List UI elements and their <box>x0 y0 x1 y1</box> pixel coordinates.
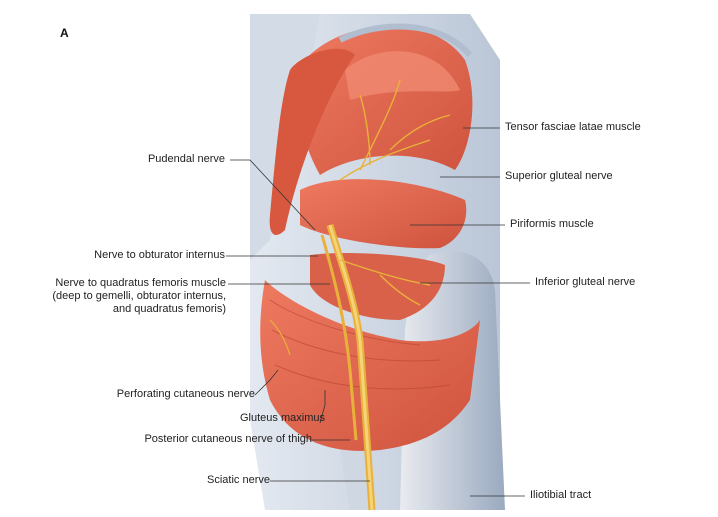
label-iliotibial-tract: Iliotibial tract <box>530 489 592 501</box>
label-nerve-quadratus-femoris: Nerve to quadratus femoris muscle (deep … <box>52 277 226 315</box>
label-nerve-obturator-internus: Nerve to obturator internus <box>94 249 225 261</box>
label-pudendal-nerve: Pudendal nerve <box>147 153 225 165</box>
piriformis-muscle-shape <box>300 179 467 249</box>
label-piriformis: Piriformis muscle <box>510 218 594 230</box>
label-gluteus-maximus: Gluteus maximus <box>240 412 325 424</box>
nerve-network <box>269 79 451 511</box>
leader-lines <box>226 127 530 497</box>
label-posterior-cutaneous-nerve-thigh: Posterior cutaneous nerve of thigh <box>144 433 312 445</box>
label-inferior-gluteal-nerve: Inferior gluteal nerve <box>535 276 636 288</box>
panel-label: A <box>60 26 69 40</box>
label-perforating-cutaneous-nerve: Perforating cutaneous nerve <box>116 388 255 400</box>
label-tensor-fasciae-latae: Tensor fasciae latae muscle <box>505 121 641 133</box>
label-sciatic-nerve: Sciatic nerve <box>207 474 270 486</box>
gluteus-maximus-muscle <box>260 280 480 451</box>
label-superior-gluteal-nerve: Superior gluteal nerve <box>505 170 613 182</box>
gluteus-maximus-upper-edge <box>269 48 355 235</box>
